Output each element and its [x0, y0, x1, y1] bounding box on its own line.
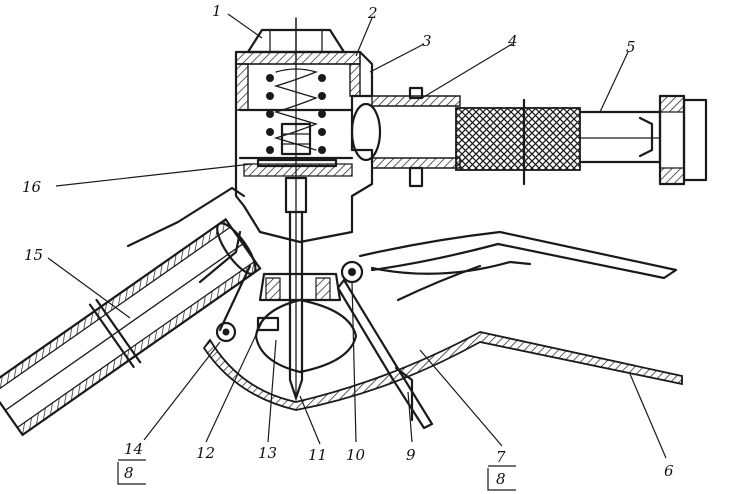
valve-stem: [256, 17, 338, 401]
callout-13: 13: [258, 444, 277, 462]
callout-10: 10: [346, 446, 366, 464]
callout-7: 7: [496, 448, 506, 466]
spout: [0, 186, 262, 437]
leader-lines: [47, 13, 667, 459]
callout-6: 6: [664, 462, 674, 480]
fraction-marks: [117, 459, 516, 491]
callout-14-sub: 8: [124, 464, 134, 482]
callout-5: 5: [626, 38, 636, 56]
hose-connector: [350, 86, 708, 188]
callout-16: 16: [22, 178, 42, 196]
lower-housing: [202, 264, 683, 411]
callout-2: 2: [367, 4, 378, 22]
lever: [336, 230, 678, 430]
callout-1: 1: [212, 2, 222, 20]
callout-11: 11: [308, 446, 327, 464]
callout-3: 3: [422, 32, 432, 50]
spring: [266, 68, 326, 154]
callout-7-sub: 8: [496, 470, 506, 488]
callout-15: 15: [24, 246, 43, 264]
callout-4: 4: [507, 32, 518, 50]
callout-labels: 1 2 3 4 5 6 7 8 9 10 11 13 12 14 8 15 16: [22, 2, 674, 488]
callout-9: 9: [406, 446, 416, 464]
callout-12: 12: [196, 444, 215, 462]
callout-14: 14: [124, 440, 143, 458]
